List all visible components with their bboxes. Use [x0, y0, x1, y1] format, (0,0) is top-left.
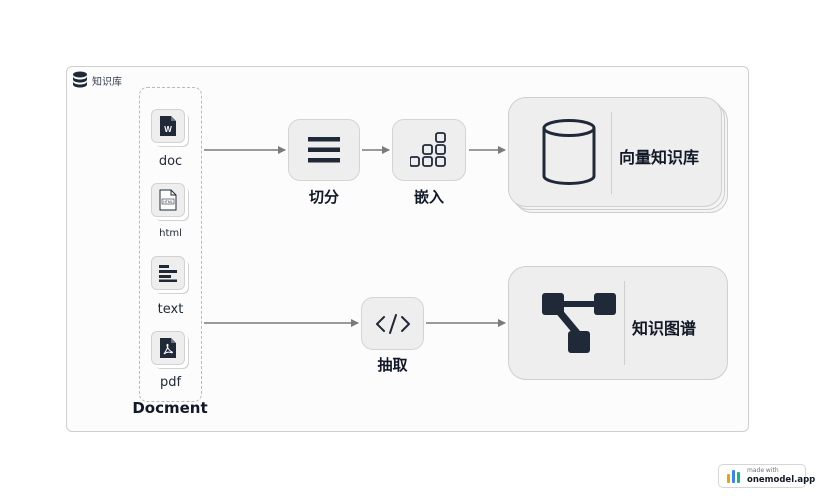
split-label: 切分	[308, 188, 339, 206]
pdf-label: pdf	[159, 375, 182, 390]
html-label: html	[159, 228, 182, 239]
doc-label: doc	[158, 154, 183, 169]
pdf-file-icon	[160, 338, 176, 358]
badge-made-with: made with	[747, 467, 779, 474]
hamburger-lines-icon	[308, 137, 340, 163]
extract-label: 抽取	[377, 356, 408, 374]
html-tile[interactable]: HTML	[151, 183, 185, 217]
doc-tile[interactable]: W	[151, 109, 185, 143]
vector-store-divider	[611, 112, 612, 194]
knowledge-graph-store[interactable]	[508, 266, 728, 380]
pdf-tile[interactable]	[151, 331, 185, 365]
cylinder-database-icon	[542, 119, 596, 186]
document-column	[139, 87, 202, 402]
word-doc-icon: W	[160, 116, 176, 136]
frame-title: 知识库	[92, 77, 122, 88]
text-tile[interactable]	[151, 256, 185, 290]
onemodel-logo-icon	[727, 470, 740, 483]
svg-text:HTML: HTML	[163, 200, 173, 204]
graph-nodes-icon	[542, 293, 616, 353]
split-node[interactable]	[288, 119, 360, 181]
embed-node[interactable]	[392, 119, 466, 181]
knowledge-graph-label: 知识图谱	[632, 319, 697, 338]
database-icon	[73, 71, 87, 88]
knowledge-graph-divider	[624, 281, 625, 365]
html-file-icon: HTML	[159, 189, 177, 211]
embed-label: 嵌入	[413, 188, 444, 206]
grid-blocks-icon	[410, 132, 446, 167]
extract-node[interactable]	[361, 297, 424, 350]
code-brackets-icon	[375, 313, 410, 334]
text-label: text	[157, 302, 184, 317]
vector-store-label: 向量知识库	[619, 148, 700, 167]
badge-brand: onemodel.app	[747, 475, 816, 485]
svg-text:W: W	[164, 125, 172, 134]
text-lines-icon	[159, 265, 177, 282]
document-column-title: Docment	[132, 399, 208, 417]
